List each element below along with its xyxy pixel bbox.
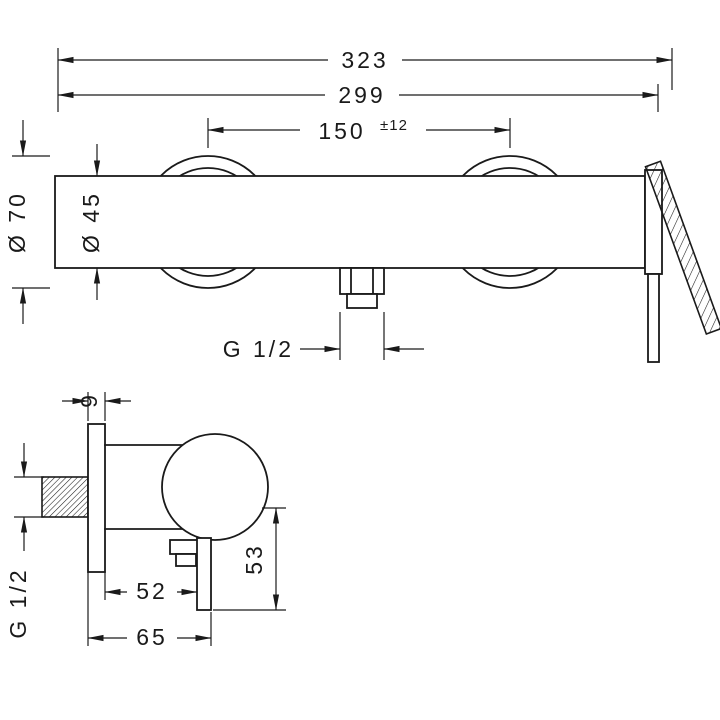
dim-53-label: 53 <box>241 543 267 575</box>
dimension-inlet-thread: G 1/2 <box>5 443 44 639</box>
dimension-outlet-thread: G 1/2 <box>223 312 424 362</box>
front-view: 323 299 150 ±12 Ø 70 <box>4 47 720 363</box>
dim-g12-inlet-label: G 1/2 <box>5 567 31 638</box>
dimension-wall-to-lever: 52 <box>104 572 198 604</box>
dimension-connection-centers: 150 ±12 <box>207 116 511 148</box>
dimension-body-diameter: Ø 45 <box>78 144 104 300</box>
dimension-wall-to-front: 65 <box>87 572 212 650</box>
side-view: 9 G 1/2 52 65 <box>5 392 286 650</box>
outlet-nut <box>339 267 385 309</box>
body-circle <box>161 433 269 541</box>
dimension-plate-depth: 9 <box>62 392 131 421</box>
dim-150-label: 150 <box>318 118 365 144</box>
dim-9-label: 9 <box>76 392 102 408</box>
lever-side <box>196 537 212 611</box>
dim-323-label: 323 <box>341 47 388 73</box>
dim-dia45-label: Ø 45 <box>78 191 104 253</box>
inlet-nipple <box>41 476 89 518</box>
dimension-overall-width: 323 <box>57 47 673 112</box>
dimension-body-width: 299 <box>57 82 659 112</box>
dim-dia70-label: Ø 70 <box>4 191 30 253</box>
dimension-lever-drop: 53 <box>213 507 286 611</box>
dim-52-label: 52 <box>136 578 168 604</box>
dim-150-tolerance-label: ±12 <box>380 117 408 134</box>
mixer-body-bar <box>54 175 646 269</box>
lever-rest-position <box>647 273 660 363</box>
dim-g12-outlet-label: G 1/2 <box>223 336 294 362</box>
dimension-escutcheon-diameter: Ø 70 <box>4 120 50 324</box>
dim-299-label: 299 <box>338 82 385 108</box>
lever-swung-position <box>644 160 720 336</box>
wall-plate <box>87 423 106 573</box>
dim-65-label: 65 <box>136 624 168 650</box>
